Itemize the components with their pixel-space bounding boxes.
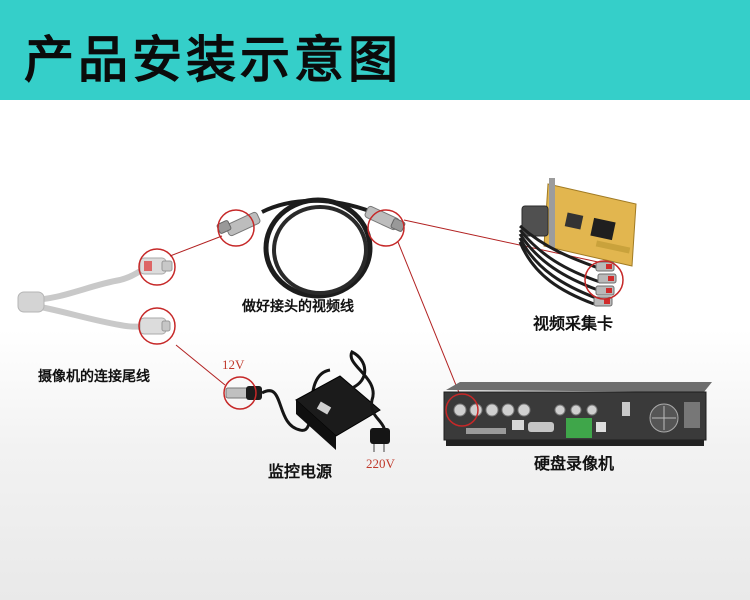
- capture-card-graphic: [518, 178, 637, 307]
- label-220v: 220V: [366, 456, 395, 471]
- label-connector-video-cable: 做好接头的视频线: [242, 299, 354, 315]
- camera-bnc-connector: [139, 257, 173, 275]
- label-camera-tail-cable: 摄像机的连接尾线: [38, 369, 150, 385]
- label-capture-card: 视频采集卡: [533, 314, 614, 333]
- camera-tail-cable: [17, 248, 176, 345]
- highlight-circle-dvr: [445, 393, 479, 427]
- highlight-circle-dc-plug: [223, 376, 257, 410]
- highlight-circle-cable-left: [217, 209, 255, 247]
- highlight-circle-cable-right: [367, 209, 405, 247]
- highlight-circle-capture-card: [584, 260, 624, 300]
- label-12v: 12V: [222, 357, 245, 372]
- label-power-supply: 监控电源: [268, 462, 333, 481]
- power-supply-graphic: [223, 350, 390, 452]
- camera-dc-connector: [139, 317, 171, 335]
- label-dvr: 硬盘录像机: [534, 454, 615, 473]
- video-cable-coil: [216, 197, 406, 299]
- highlight-circle-camera-dc: [138, 307, 176, 345]
- page-title: 产品安装示意图: [24, 31, 402, 89]
- highlight-circle-camera-bnc: [138, 248, 176, 286]
- dvr-graphic: [443, 382, 712, 446]
- title-banner: 产品安装示意图: [0, 0, 750, 100]
